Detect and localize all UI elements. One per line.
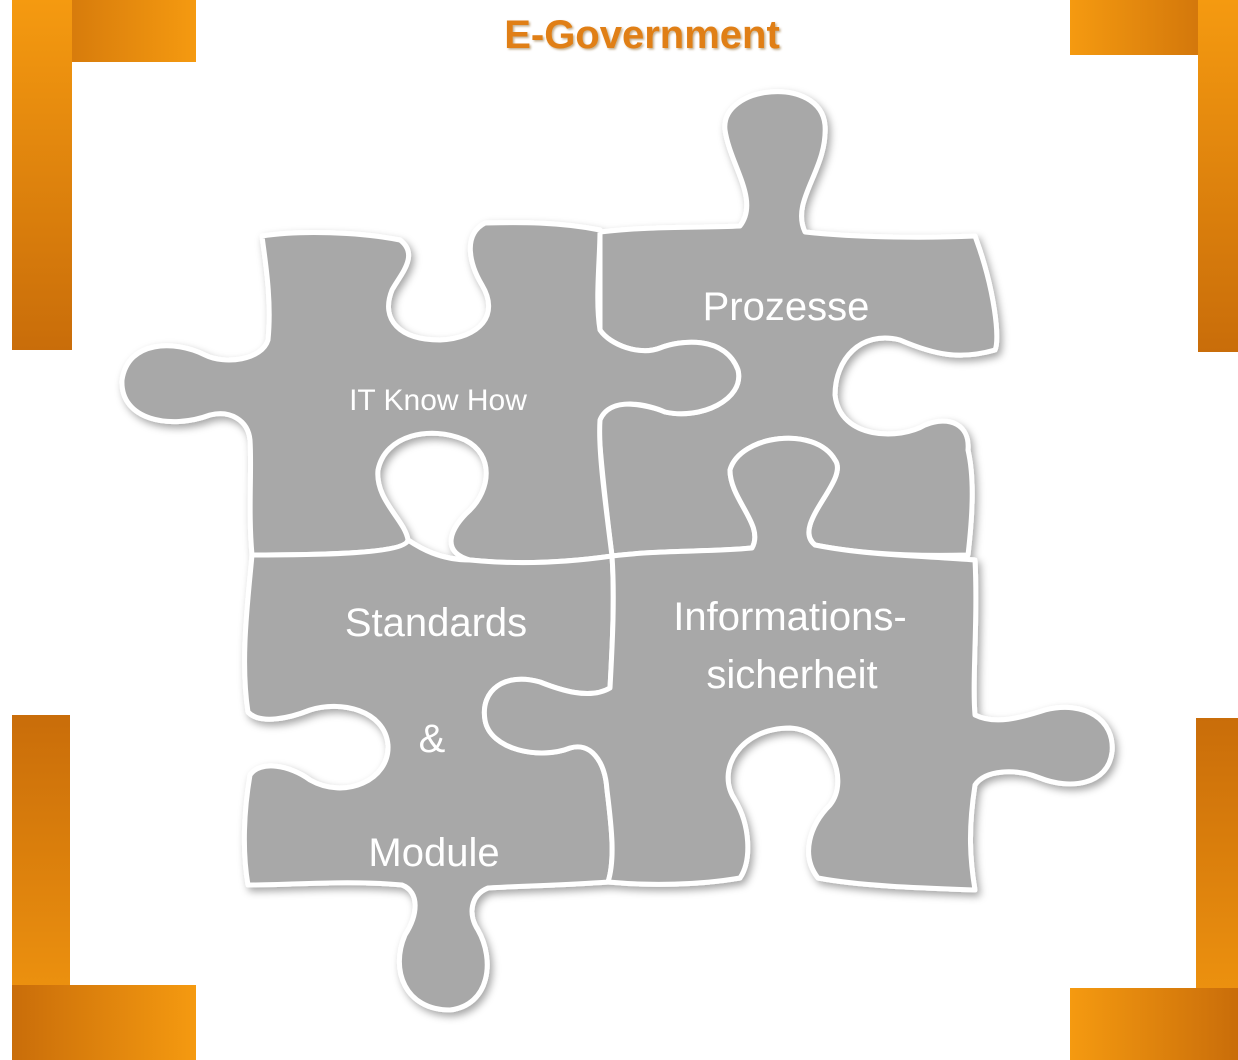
page-title: E-Government <box>504 13 780 57</box>
puzzle-piece-informationssicherheit <box>481 435 1115 893</box>
label-sicherheit: sicherheit <box>706 653 877 697</box>
label-prozesse: Prozesse <box>703 285 870 329</box>
label-ampersand: & <box>419 717 446 761</box>
label-informations: Informations- <box>673 595 906 639</box>
bracket-top-right <box>1070 0 1238 352</box>
label-module: Module <box>368 831 499 875</box>
label-it-know-how: IT Know How <box>349 384 527 417</box>
bracket-top-left <box>12 0 196 350</box>
label-standards: Standards <box>345 601 527 645</box>
bracket-bottom-left <box>12 715 196 1060</box>
bracket-bottom-right <box>1070 718 1238 1060</box>
